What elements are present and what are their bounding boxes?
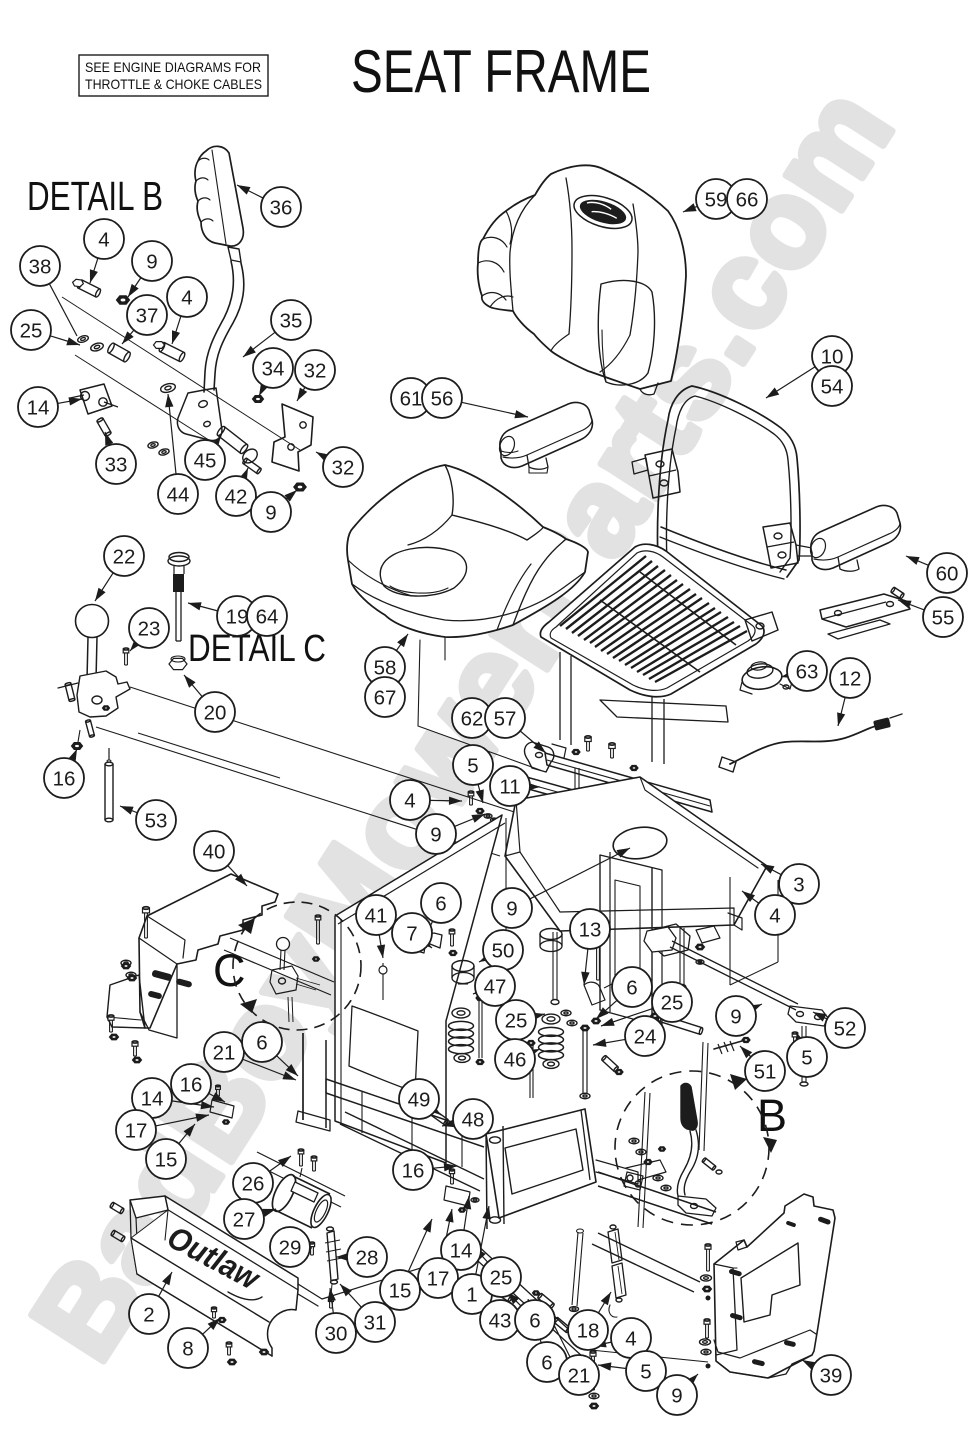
- svg-text:5: 5: [640, 1361, 651, 1384]
- svg-text:21: 21: [213, 1042, 236, 1065]
- svg-text:11: 11: [499, 776, 520, 799]
- svg-text:38: 38: [29, 256, 52, 279]
- svg-text:15: 15: [155, 1149, 178, 1172]
- svg-text:9: 9: [430, 824, 441, 847]
- svg-text:30: 30: [325, 1323, 348, 1346]
- svg-text:66: 66: [736, 189, 759, 212]
- svg-text:26: 26: [242, 1173, 265, 1196]
- svg-text:4: 4: [625, 1328, 636, 1351]
- svg-text:DETAIL C: DETAIL C: [188, 628, 326, 670]
- svg-text:17: 17: [125, 1120, 148, 1143]
- svg-text:64: 64: [256, 606, 279, 629]
- svg-text:36: 36: [270, 197, 293, 220]
- svg-text:5: 5: [801, 1047, 812, 1070]
- svg-text:14: 14: [141, 1088, 164, 1111]
- svg-text:8: 8: [182, 1338, 193, 1361]
- svg-text:9: 9: [506, 898, 517, 921]
- svg-text:14: 14: [27, 397, 50, 420]
- svg-text:61: 61: [400, 388, 423, 411]
- svg-text:35: 35: [280, 310, 303, 333]
- svg-text:58: 58: [374, 657, 397, 680]
- svg-text:22: 22: [113, 546, 136, 569]
- svg-text:14: 14: [450, 1240, 473, 1263]
- svg-text:3: 3: [793, 874, 804, 897]
- svg-text:27: 27: [233, 1209, 256, 1232]
- svg-text:31: 31: [364, 1312, 387, 1335]
- svg-text:41: 41: [365, 905, 388, 928]
- svg-text:9: 9: [265, 502, 276, 525]
- svg-text:50: 50: [492, 940, 515, 963]
- svg-text:4: 4: [98, 229, 109, 252]
- svg-text:6: 6: [541, 1352, 552, 1375]
- svg-text:DETAIL B: DETAIL B: [27, 173, 163, 219]
- svg-text:44: 44: [167, 484, 190, 507]
- svg-text:19: 19: [226, 606, 249, 629]
- svg-text:37: 37: [136, 305, 159, 328]
- svg-text:6: 6: [435, 893, 446, 916]
- svg-text:45: 45: [194, 450, 217, 473]
- svg-text:4: 4: [404, 790, 415, 813]
- svg-text:47: 47: [484, 976, 507, 999]
- svg-text:SEE ENGINE DIAGRAMS FOR: SEE ENGINE DIAGRAMS FOR: [85, 60, 261, 75]
- svg-text:67: 67: [374, 687, 397, 710]
- svg-text:39: 39: [820, 1365, 843, 1388]
- svg-text:51: 51: [754, 1061, 777, 1084]
- svg-text:13: 13: [579, 919, 602, 942]
- svg-text:17: 17: [427, 1268, 450, 1291]
- svg-text:54: 54: [821, 376, 844, 399]
- svg-text:34: 34: [262, 358, 285, 381]
- svg-text:C: C: [213, 945, 246, 996]
- svg-text:25: 25: [661, 992, 684, 1015]
- svg-text:57: 57: [494, 708, 517, 731]
- svg-text:43: 43: [489, 1310, 512, 1333]
- svg-text:16: 16: [53, 768, 76, 791]
- svg-text:32: 32: [304, 360, 327, 383]
- svg-text:59: 59: [705, 189, 728, 212]
- svg-text:24: 24: [634, 1026, 657, 1049]
- svg-text:33: 33: [105, 454, 128, 477]
- svg-text:56: 56: [431, 388, 454, 411]
- svg-text:46: 46: [504, 1049, 527, 1072]
- svg-text:25: 25: [20, 320, 43, 343]
- svg-text:4: 4: [769, 905, 780, 928]
- svg-text:16: 16: [180, 1074, 203, 1097]
- svg-text:63: 63: [796, 661, 819, 684]
- svg-text:20: 20: [204, 702, 227, 725]
- svg-text:THROTTLE & CHOKE CABLES: THROTTLE & CHOKE CABLES: [85, 77, 262, 92]
- svg-text:16: 16: [402, 1160, 425, 1183]
- svg-text:4: 4: [181, 287, 192, 310]
- svg-text:6: 6: [256, 1032, 267, 1055]
- svg-text:18: 18: [577, 1320, 600, 1343]
- svg-text:53: 53: [145, 810, 168, 833]
- svg-text:62: 62: [461, 708, 484, 731]
- svg-text:55: 55: [932, 607, 955, 630]
- svg-text:9: 9: [730, 1006, 741, 1029]
- svg-text:40: 40: [203, 841, 226, 864]
- svg-text:10: 10: [821, 346, 844, 369]
- svg-text:28: 28: [356, 1247, 379, 1270]
- svg-text:42: 42: [225, 486, 248, 509]
- svg-text:21: 21: [568, 1365, 591, 1388]
- svg-text:48: 48: [462, 1109, 485, 1132]
- svg-text:15: 15: [389, 1280, 412, 1303]
- svg-text:25: 25: [505, 1010, 528, 1033]
- svg-text:6: 6: [626, 977, 637, 1000]
- svg-text:5: 5: [467, 755, 478, 778]
- svg-text:60: 60: [936, 563, 959, 586]
- svg-text:52: 52: [834, 1018, 857, 1041]
- svg-text:12: 12: [839, 668, 862, 691]
- svg-text:1: 1: [466, 1284, 477, 1307]
- svg-text:6: 6: [529, 1310, 540, 1333]
- svg-text:2: 2: [143, 1304, 154, 1327]
- svg-text:23: 23: [138, 618, 161, 641]
- svg-text:49: 49: [408, 1089, 431, 1112]
- svg-text:9: 9: [146, 251, 157, 274]
- svg-text:29: 29: [279, 1237, 302, 1260]
- svg-text:7: 7: [406, 923, 417, 946]
- svg-text:32: 32: [332, 457, 355, 480]
- svg-text:9: 9: [671, 1385, 682, 1408]
- svg-text:SEAT FRAME: SEAT FRAME: [351, 38, 651, 105]
- svg-text:25: 25: [490, 1267, 513, 1290]
